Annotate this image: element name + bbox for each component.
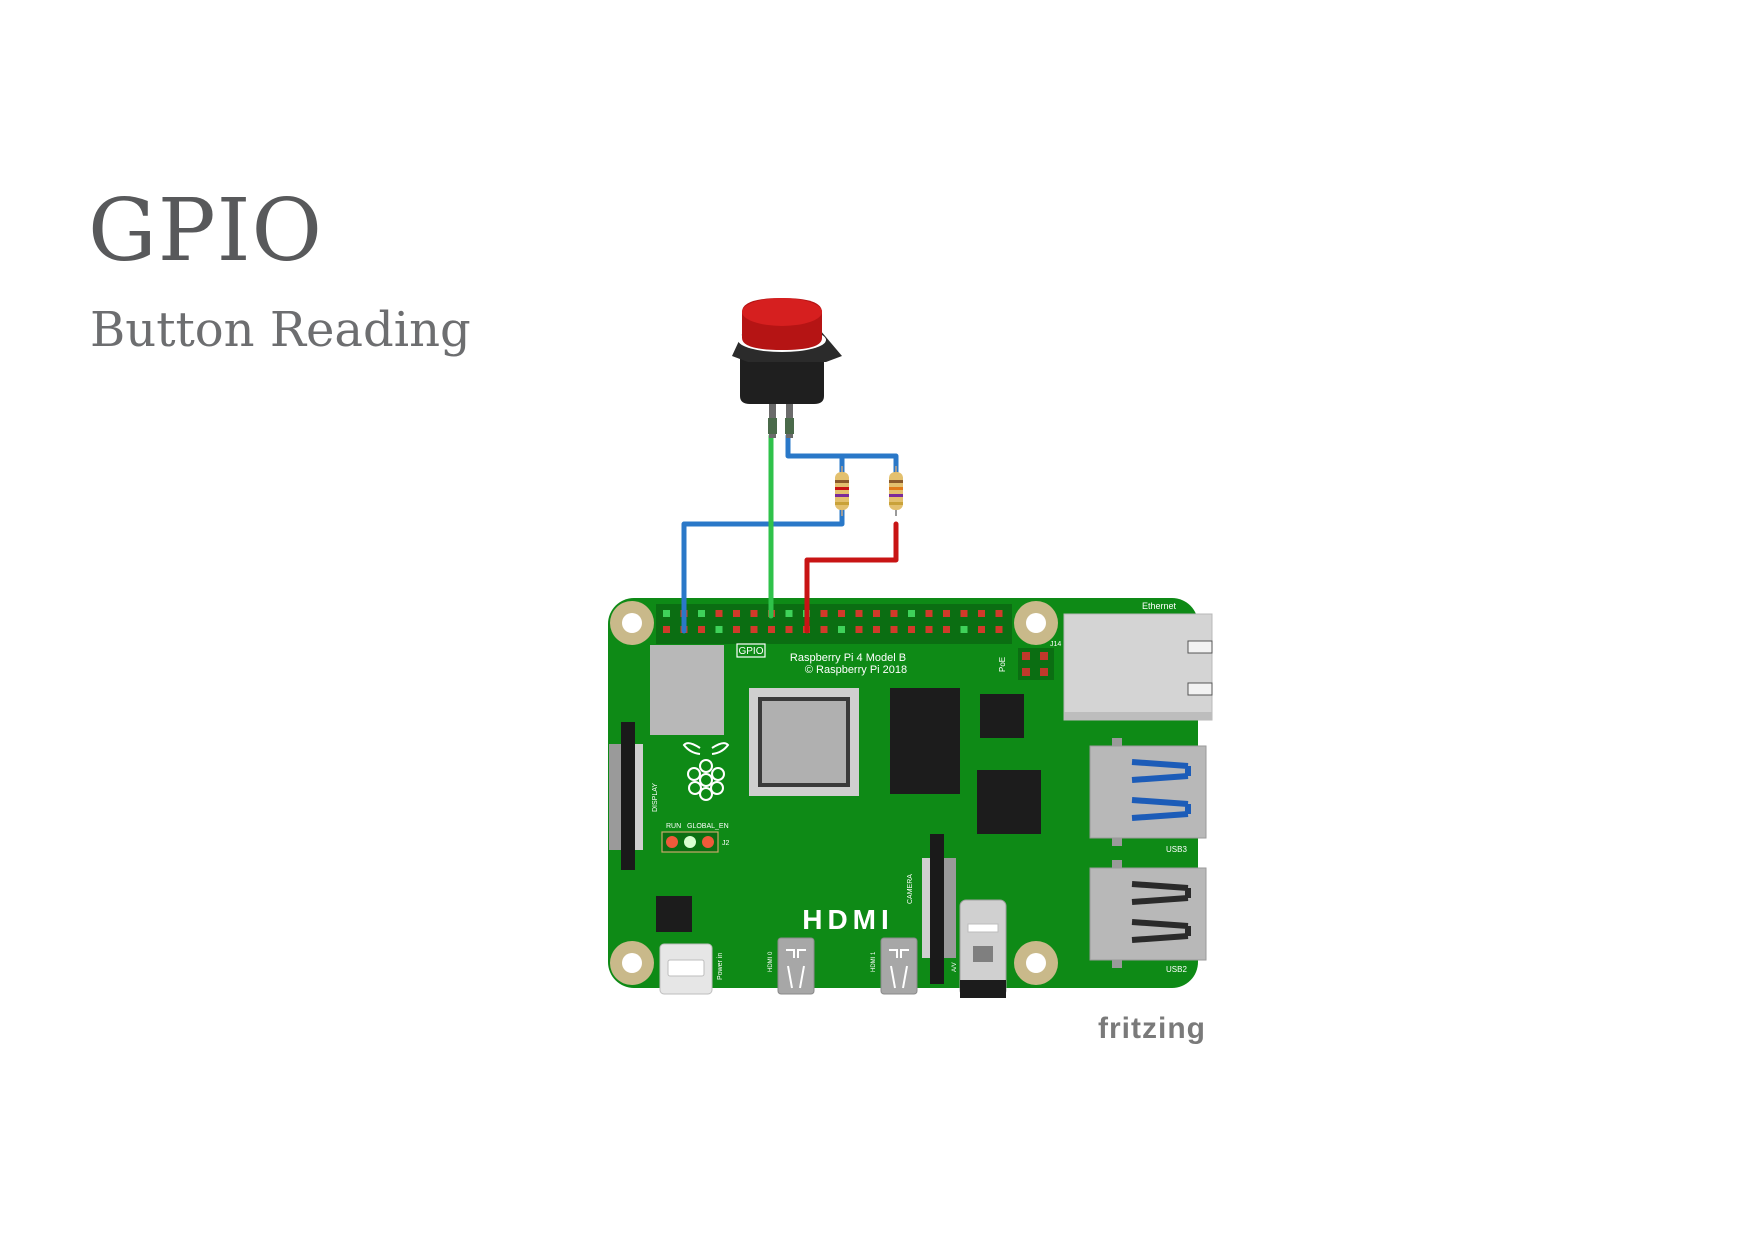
run-label: RUN [666,823,681,830]
ground-wire [681,507,845,634]
page-subtitle: Button Reading [90,302,471,358]
gpio-pin [785,610,793,617]
j14-label: J14 [1050,641,1061,648]
wires [681,433,899,634]
usb3-label: USB3 [1166,845,1187,854]
gpio-pin [820,610,828,617]
gpio-pin [838,626,845,633]
gpio-pin [890,626,898,633]
gpio-pin [698,626,705,633]
av-label: A/V [952,962,958,972]
gpio-pin [733,610,740,617]
power-port [659,943,713,995]
gpio-pin [873,626,880,633]
poe-label: PoE [998,657,1007,672]
hdmi1-port [880,937,918,995]
status-led [702,836,714,848]
gpio-pin [768,626,775,633]
board-copyright-label: © Raspberry Pi 2018 [805,664,907,676]
raspberry-pi-board: GPIO Raspberry Pi 4 Model B © Raspberry … [608,598,1213,998]
camera-connector [922,834,956,984]
gpio-pin [943,626,950,633]
gpio-pin [978,626,985,633]
power-label: Power in [717,953,724,980]
ethernet-port [1063,613,1213,721]
gpio-pin [925,610,933,617]
board-model-label: Raspberry Pi 4 Model B [790,652,906,664]
gpio-pin [715,626,723,633]
display-label: DISPLAY [652,783,659,812]
audio-jack [959,899,1007,998]
gpio-pin [873,610,880,617]
fritzing-logo: fritzing [1098,1012,1206,1045]
status-led [666,836,678,848]
pmic-chip [656,896,692,932]
ram-chip [890,688,960,794]
resistor-2 [889,466,903,516]
usb2-label: USB2 [1166,965,1187,974]
gpio-pin [925,626,933,633]
raspberry-pi-logo [682,742,730,801]
gpio-pin [960,610,968,617]
gpio-pin [943,610,950,617]
ethernet-label: Ethernet [1142,601,1177,611]
soc-chip [749,688,859,796]
resistor-1 [835,466,849,516]
push-button [732,298,842,438]
ethernet-controller-chip [980,694,1024,738]
wireless-module [650,645,724,735]
gpio-pin [995,626,1003,633]
gpio-pin [838,610,845,617]
gpio-pin [995,610,1003,617]
gpio-pin [890,610,898,617]
status-led [684,836,696,848]
usb-controller-chip [977,770,1041,834]
gpio-pin [663,626,670,633]
gpio-pin [960,626,968,633]
usb2-port [1089,860,1207,968]
gpio-pin [733,626,740,633]
gpio-pin [820,626,828,633]
power-wire [804,521,899,634]
gpio-pin [978,610,985,617]
camera-label: CAMERA [907,874,914,904]
gpio-label: GPIO [738,646,763,657]
poe-header [1018,648,1054,680]
j2-label: J2 [722,840,730,847]
gpio-pin [785,626,793,633]
gpio-header [656,604,1012,644]
gpio-pin [855,626,863,633]
gpio-pin [663,610,670,617]
gpio-pin [908,626,915,633]
gpio-pin [750,626,758,633]
fritzing-brand: fritzing [1098,1012,1206,1045]
mounting-holes [610,601,1058,985]
global-en-label: GLOBAL_EN [687,823,729,830]
gpio-pin [855,610,863,617]
gpio-pin [908,610,915,617]
hdmi0-port [777,937,815,995]
display-connector [609,722,643,870]
hdmi1-label: HDMI 1 [871,951,877,972]
gpio-pin [715,610,723,617]
gpio-pin [750,610,758,617]
usb3-port [1089,738,1207,846]
page-title: GPIO [88,181,324,281]
hdmi0-label: HDMI 0 [768,951,774,972]
gpio-label-box [736,643,766,658]
hdmi-label: HDMI [802,904,894,935]
gpio-pin [698,610,705,617]
